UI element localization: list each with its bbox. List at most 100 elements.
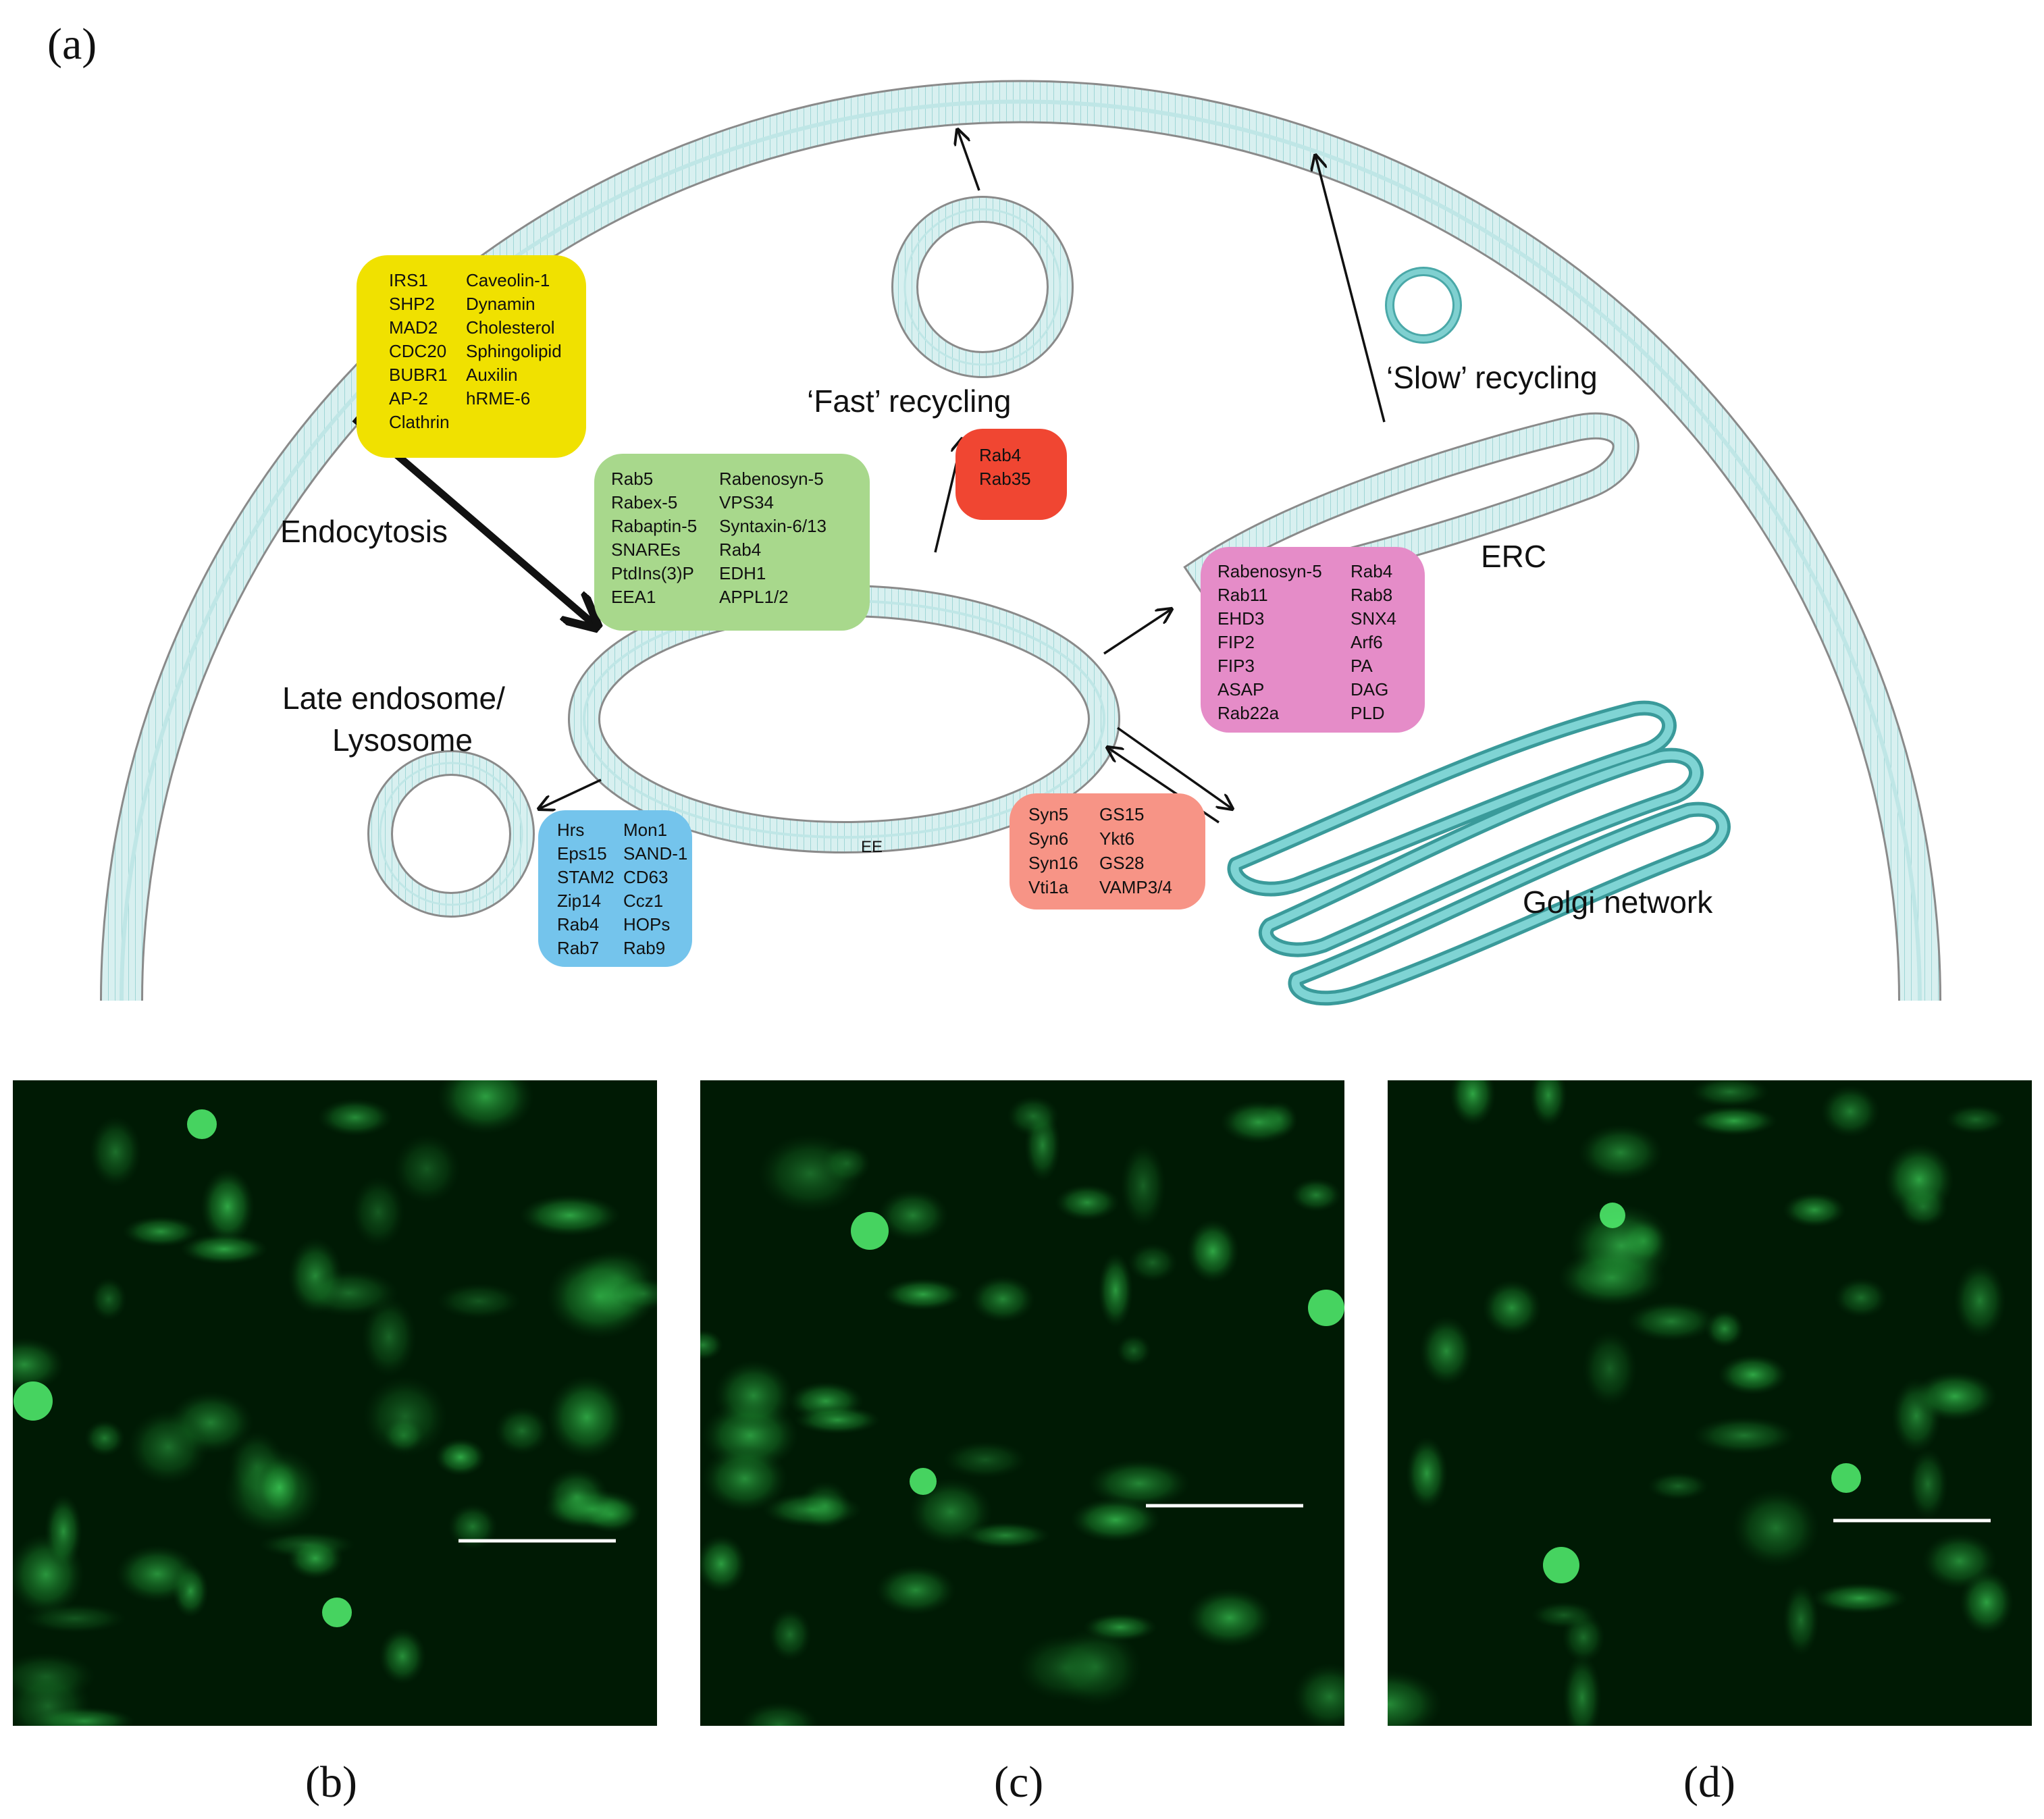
endosome-pathway-diagram: Endocytosis Late endosome/ Lysosome ‘Fas… — [100, 80, 1941, 1006]
fluorescent-cell — [768, 1608, 812, 1661]
magenta-box-col1-item: FIP3 — [1217, 656, 1255, 676]
micrograph-b — [13, 1080, 657, 1726]
fluorescent-cell — [1908, 1448, 1948, 1520]
magenta-box-col1-item: EHD3 — [1217, 608, 1264, 629]
fluorescent-cell — [1098, 1253, 1133, 1328]
fluorescent-cell — [1812, 1583, 1908, 1614]
erc-label: ERC — [1481, 539, 1546, 574]
fluorescent-cell — [1186, 1219, 1239, 1283]
yellow-box-col1-item: AP-2 — [389, 388, 428, 408]
green-box-bg — [594, 454, 870, 631]
blue-box-col2-item: HOPs — [623, 914, 670, 934]
panel-label-c: (c) — [994, 1758, 1044, 1807]
magenta-box-col1-item: Rab11 — [1217, 585, 1268, 605]
fluorescent-cell — [714, 1360, 793, 1431]
salmon-box-col2-item: GS28 — [1099, 853, 1145, 873]
fluorescent-cell — [1834, 1277, 1888, 1318]
golgi-network — [1227, 700, 1731, 1006]
fluorescent-cell — [84, 1420, 125, 1456]
blue-box-col2-item: CD63 — [623, 867, 668, 887]
fluorescent-cell — [1482, 1280, 1542, 1336]
fluorescent-cell — [1531, 1602, 1597, 1629]
fluorescent-cell — [1945, 1105, 2007, 1134]
blue-box-col1-item: Rab4 — [557, 914, 599, 934]
red-box-col1-item: Rab4 — [979, 445, 1021, 465]
bright-cell — [1831, 1463, 1861, 1493]
fluorescent-cell — [1186, 1588, 1273, 1647]
fluorescent-cell — [1116, 1334, 1151, 1367]
fluorescent-cell — [317, 1099, 393, 1136]
fluorescent-cell — [1569, 1204, 1673, 1288]
fluorescent-cell — [1718, 1354, 1788, 1395]
fluorescent-cell — [363, 1376, 448, 1457]
fluorescent-cell — [379, 1628, 426, 1685]
fluorescent-cell — [611, 1277, 657, 1310]
fluorescent-cell — [547, 1375, 627, 1459]
fluorescent-cell — [257, 1458, 303, 1517]
green-box-col2-item: Rab4 — [719, 539, 761, 560]
red-box-col1-item: Rab35 — [979, 469, 1031, 489]
magenta-box-col2-item: Rab4 — [1351, 561, 1392, 581]
fluorescent-cell — [700, 1535, 747, 1593]
micrograph-c — [700, 1080, 1344, 1726]
slow-recycling-vesicle — [1385, 267, 1462, 344]
fluorescent-cell — [1783, 1192, 1846, 1228]
green-box-col2-item: APPL1/2 — [719, 587, 789, 607]
to-late-endosome-arrow — [539, 779, 602, 809]
fluorescent-cell — [351, 1176, 405, 1248]
fluorescent-cell — [1220, 1101, 1297, 1144]
to-erc-arrow — [1103, 609, 1172, 655]
slow-recycling-label: ‘Slow’ recycling — [1386, 360, 1598, 395]
salmon-box-col1-item: Syn5 — [1028, 804, 1068, 824]
blue-box-col1-item: Hrs — [557, 820, 584, 840]
fluorescent-cell — [909, 1478, 993, 1546]
fluorescent-cell — [1120, 1143, 1166, 1228]
fluorescent-cell — [875, 1565, 956, 1615]
magenta-box-col1-item: FIP2 — [1217, 632, 1255, 652]
fluorescent-cell — [877, 1189, 949, 1242]
blue-box-col2-item: Mon1 — [623, 820, 667, 840]
fluorescent-cell — [758, 1134, 863, 1213]
bright-cell — [14, 1381, 53, 1421]
magenta-box-col1-item: Rab22a — [1217, 703, 1280, 723]
magenta-box-col2-item: SNX4 — [1351, 608, 1396, 629]
late-endosome-vesicle — [367, 750, 535, 918]
red-box-bg — [955, 429, 1067, 520]
magenta-box-col2-item: Rab8 — [1351, 585, 1392, 605]
fluorescent-cell — [45, 1494, 82, 1568]
fluorescent-cell — [287, 1537, 344, 1579]
yellow-box-col2-item: Sphingolipid — [466, 341, 562, 361]
green-box-col1-item: PtdIns(3)P — [611, 563, 694, 583]
fluorescent-cell — [494, 1406, 550, 1455]
fluorescent-cell — [519, 1194, 621, 1236]
fluorescent-cell — [1690, 1080, 1770, 1107]
fluorescent-cell — [361, 1296, 417, 1377]
fluorescent-cell — [115, 1545, 199, 1603]
blue-box-col1-item: Eps15 — [557, 843, 607, 864]
yellow-box-col1-item: BUBR1 — [389, 365, 448, 385]
bright-cell — [322, 1598, 352, 1627]
green-box-col2-item: Rabenosyn-5 — [719, 469, 824, 489]
green-box-col2-item: Syntaxin-6/13 — [719, 516, 827, 536]
blue-box-col2-item: Ccz1 — [623, 891, 663, 911]
fluorescent-cell — [1055, 1184, 1120, 1221]
yellow-box-col1-item: Clathrin — [389, 412, 450, 432]
yellow-box-col2-item: Cholesterol — [466, 317, 555, 338]
fluorescent-cell — [1647, 1472, 1709, 1500]
fluorescent-cell — [1820, 1085, 1880, 1138]
blue-box-col1-item: STAM2 — [557, 867, 614, 887]
yellow-box-col1-item: IRS1 — [389, 270, 428, 290]
salmon-box-col2-item: GS15 — [1099, 804, 1145, 824]
salmon-box-bg — [1010, 793, 1205, 910]
fluorescent-cell — [13, 1668, 92, 1726]
fluorescent-cell — [1884, 1143, 1954, 1216]
magenta-box-col1-item: ASAP — [1217, 679, 1264, 700]
bright-cell — [851, 1212, 889, 1250]
fluorescent-cell — [1450, 1080, 1496, 1126]
fluorescent-cell — [1732, 1488, 1820, 1568]
